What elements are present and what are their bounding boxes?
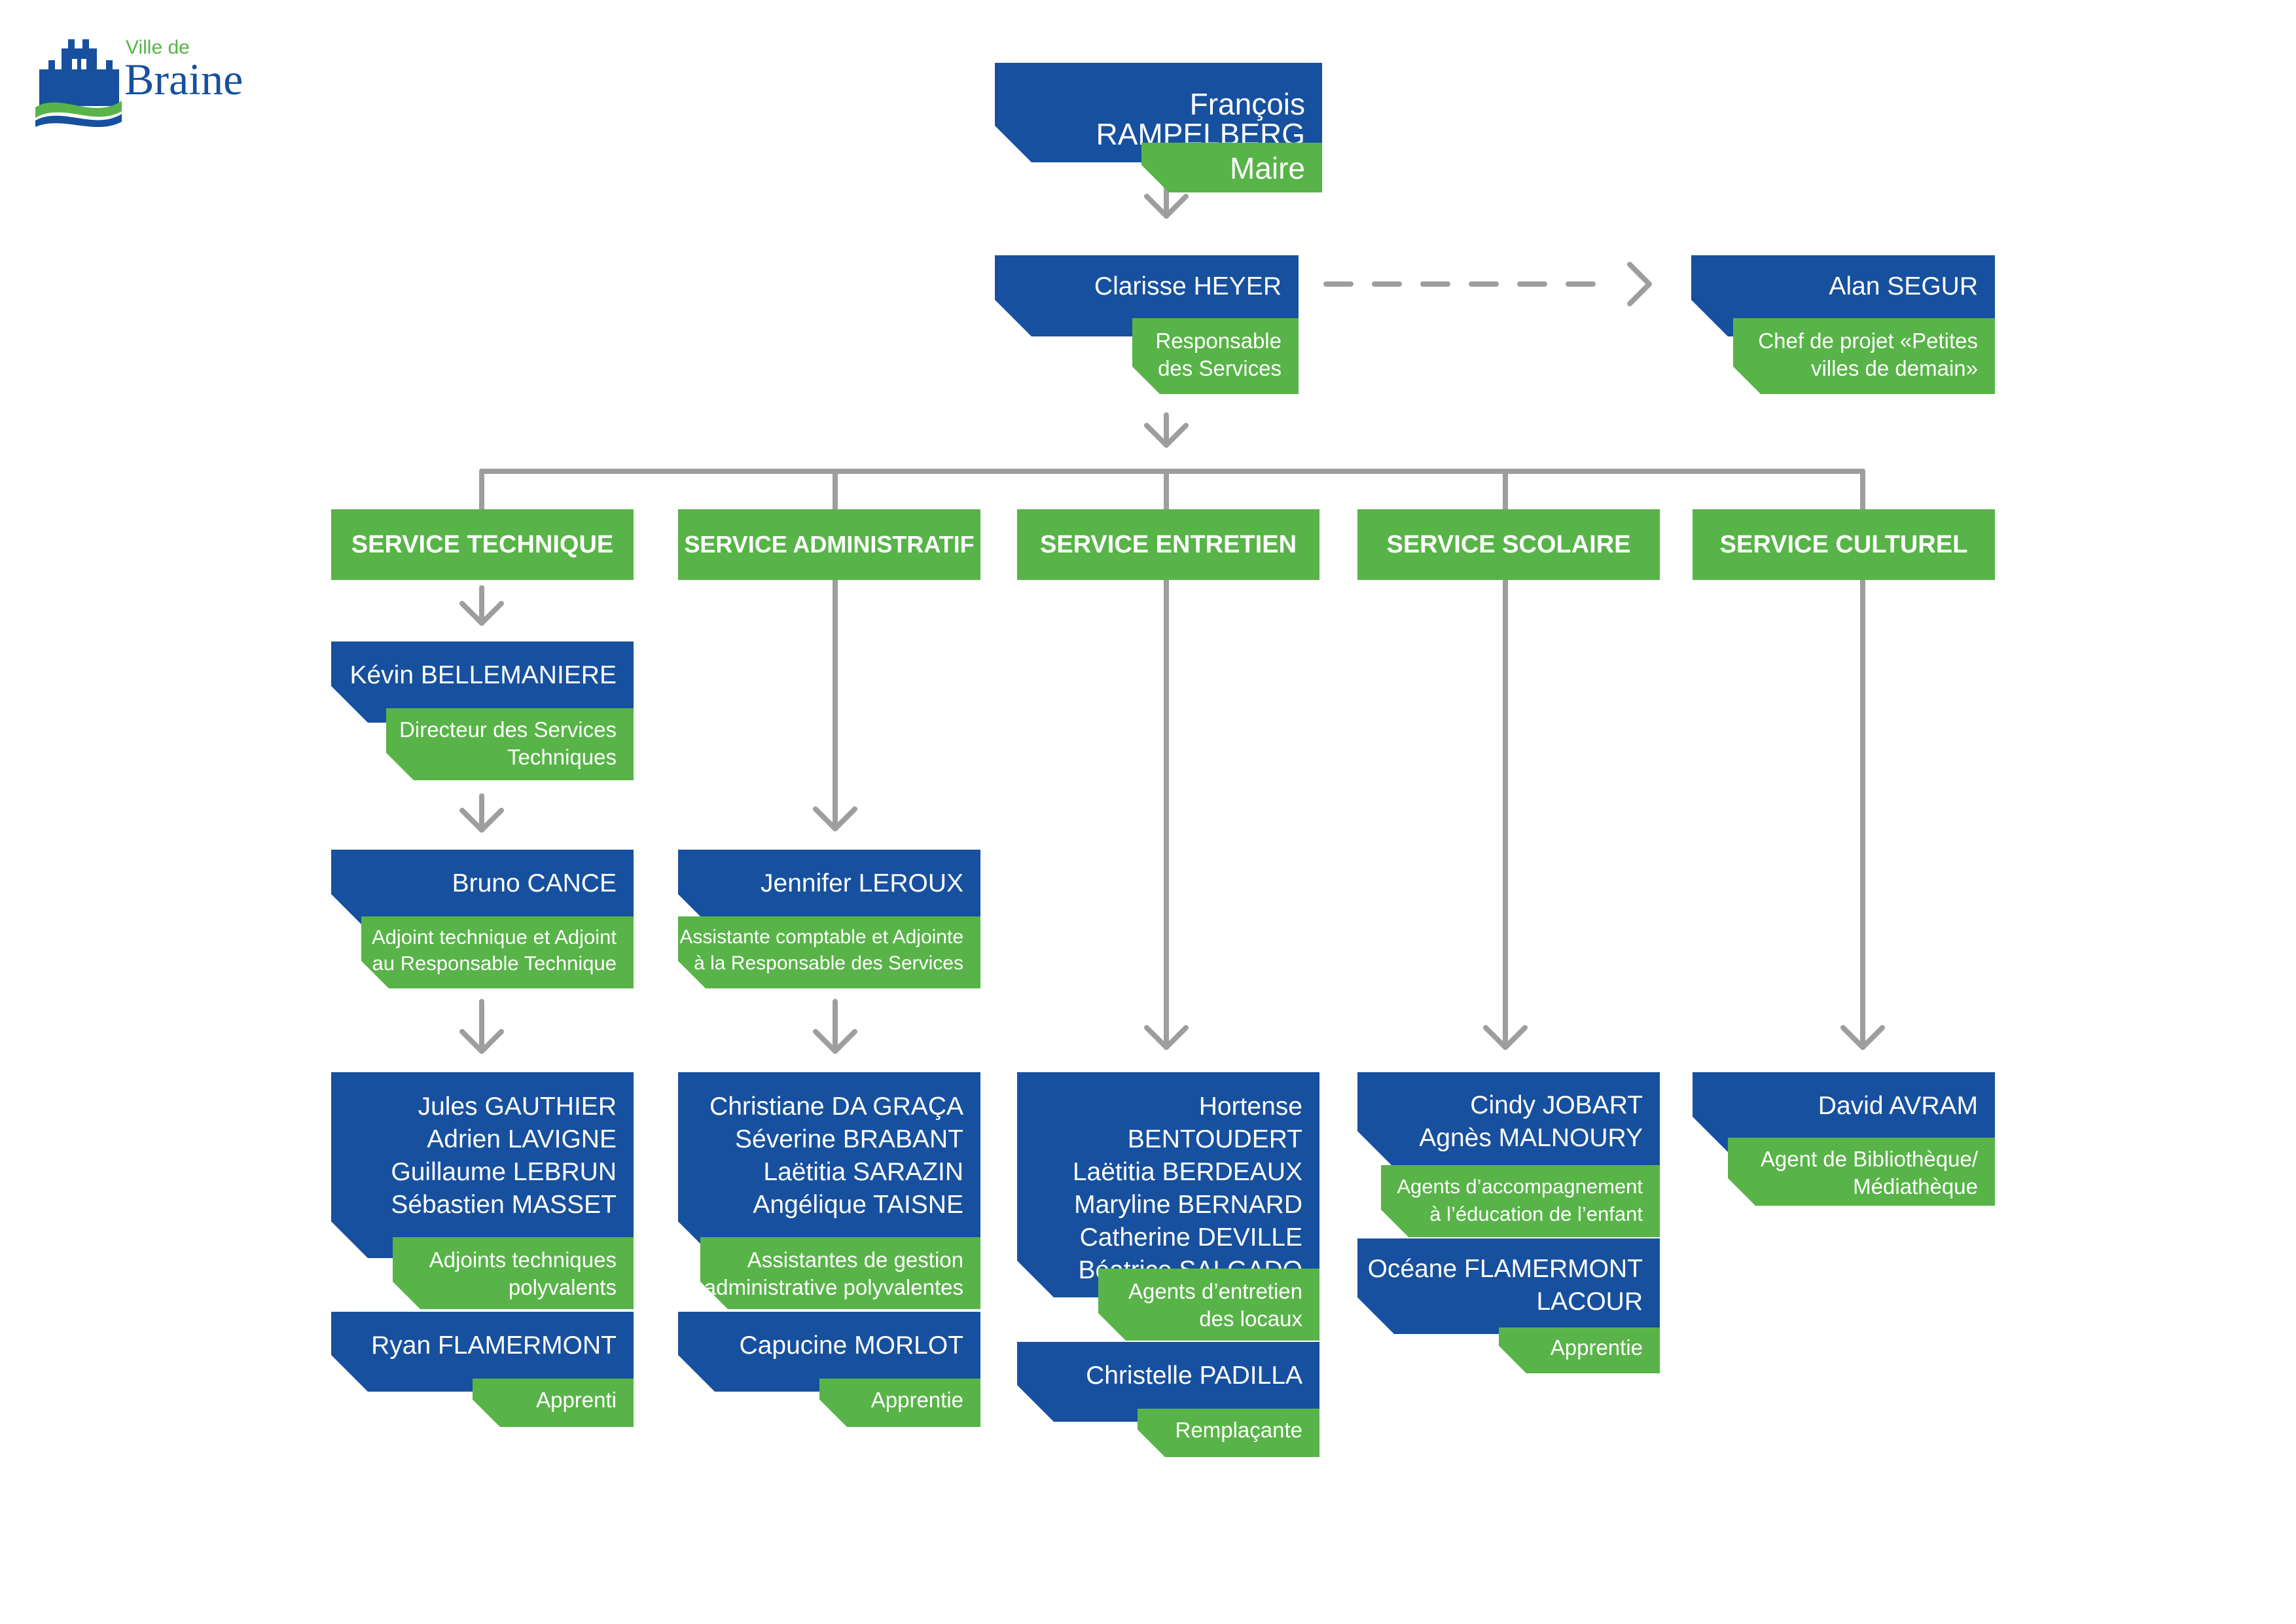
node-name: Capucine MORLOT	[678, 1312, 980, 1392]
node-role: Maire	[1141, 143, 1322, 192]
node-role: Assistantes de gestion administrative po…	[700, 1237, 980, 1309]
arrow-head-icon	[813, 1029, 857, 1054]
arrow-head-icon	[1144, 194, 1189, 219]
org-node-avram: David AVRAM Agent de Bibliothèque/ Média…	[1693, 1072, 1995, 1206]
node-role: Remplaçante	[1138, 1409, 1319, 1457]
arrow-head-icon	[459, 1029, 504, 1054]
org-node-director: Clarisse HEYER Responsable des Services	[995, 255, 1299, 394]
node-role: Directeur des Services Techniques	[386, 708, 634, 780]
node-name: Cindy JOBART Agnès MALNOURY	[1357, 1072, 1660, 1168]
logo-ville-text: Ville de	[126, 37, 190, 58]
node-role: Adjoints techniques polyvalents	[393, 1237, 634, 1309]
arrow-head-icon	[1483, 1025, 1528, 1050]
service-header-entretien: SERVICE ENTRETIEN	[1017, 509, 1319, 580]
arrow-head-icon	[459, 808, 504, 833]
org-node-entretien-team: Hortense BENTOUDERT Laëtitia BERDEAUX Ma…	[1017, 1072, 1319, 1341]
node-role: Assistante comptable et Adjointe à la Re…	[678, 916, 980, 988]
org-node-tech-team: Jules GAUTHIER Adrien LAVIGNE Guillaume …	[331, 1072, 634, 1309]
org-node-mayor: François RAMPELBERG Maire	[995, 63, 1322, 192]
node-role: Responsable des Services	[1132, 318, 1299, 394]
org-node-admin-team: Christiane DA GRAÇA Séverine BRABANT Laë…	[678, 1072, 980, 1309]
logo-name-text: Braine	[124, 54, 243, 104]
node-role: Apprenti	[473, 1379, 634, 1427]
arrow-head-icon	[1840, 1025, 1885, 1050]
org-node-ryan-flamermont: Ryan FLAMERMONT Apprenti	[331, 1312, 634, 1427]
arrow-head-icon	[1144, 1025, 1189, 1050]
node-role: Apprentie	[819, 1379, 980, 1427]
node-name: Hortense BENTOUDERT Laëtitia BERDEAUX Ma…	[1017, 1072, 1319, 1297]
node-role: Chef de projet «Petites villes de demain…	[1733, 318, 1995, 394]
node-role: Apprentie	[1499, 1327, 1660, 1373]
service-header-technique: SERVICE TECHNIQUE	[331, 509, 634, 580]
node-name: Jules GAUTHIER Adrien LAVIGNE Guillaume …	[331, 1072, 634, 1258]
service-header-administratif: SERVICE ADMINISTRATIF	[678, 509, 980, 580]
org-node-cance: Bruno CANCE Adjoint technique et Adjoint…	[331, 850, 634, 988]
logo-ville-de-braine: Ville de Braine	[34, 29, 270, 128]
node-role: Agents d’entretien des locaux	[1098, 1269, 1319, 1341]
node-role: Agent de Bibliothèque/ Médiathèque	[1728, 1138, 1995, 1206]
node-name: Ryan FLAMERMONT	[331, 1312, 634, 1392]
org-node-scolaire-team: Cindy JOBART Agnès MALNOURY Agents d’acc…	[1357, 1072, 1660, 1237]
arrow-head-icon	[813, 806, 857, 831]
arrow-head-icon	[459, 601, 504, 626]
org-node-padilla: Christelle PADILLA Remplaçante	[1017, 1342, 1319, 1457]
org-node-oceane-flamermont: Océane FLAMERMONT LACOUR Apprentie	[1357, 1238, 1660, 1373]
node-name: Océane FLAMERMONT LACOUR	[1357, 1238, 1660, 1334]
node-role: Agents d’accompagnement à l’éducation de…	[1381, 1165, 1660, 1237]
node-role: Adjoint technique et Adjoint au Responsa…	[361, 916, 634, 988]
castle-logo-icon	[35, 39, 122, 128]
node-name: Christiane DA GRAÇA Séverine BRABANT Laë…	[678, 1072, 980, 1258]
service-header-culturel: SERVICE CULTUREL	[1693, 509, 1995, 580]
arrow-head-icon	[1144, 423, 1189, 448]
org-node-leroux: Jennifer LEROUX Assistante comptable et …	[678, 850, 980, 988]
org-node-bellemaniere: Kévin BELLEMANIERE Directeur des Service…	[331, 641, 634, 780]
node-name: Christelle PADILLA	[1017, 1342, 1319, 1422]
org-node-project-lead: Alan SEGUR Chef de projet «Petites ville…	[1691, 255, 1995, 394]
service-header-scolaire: SERVICE SCOLAIRE	[1357, 509, 1660, 580]
arrow-head-icon	[1627, 262, 1652, 306]
org-node-morlot: Capucine MORLOT Apprentie	[678, 1312, 980, 1427]
